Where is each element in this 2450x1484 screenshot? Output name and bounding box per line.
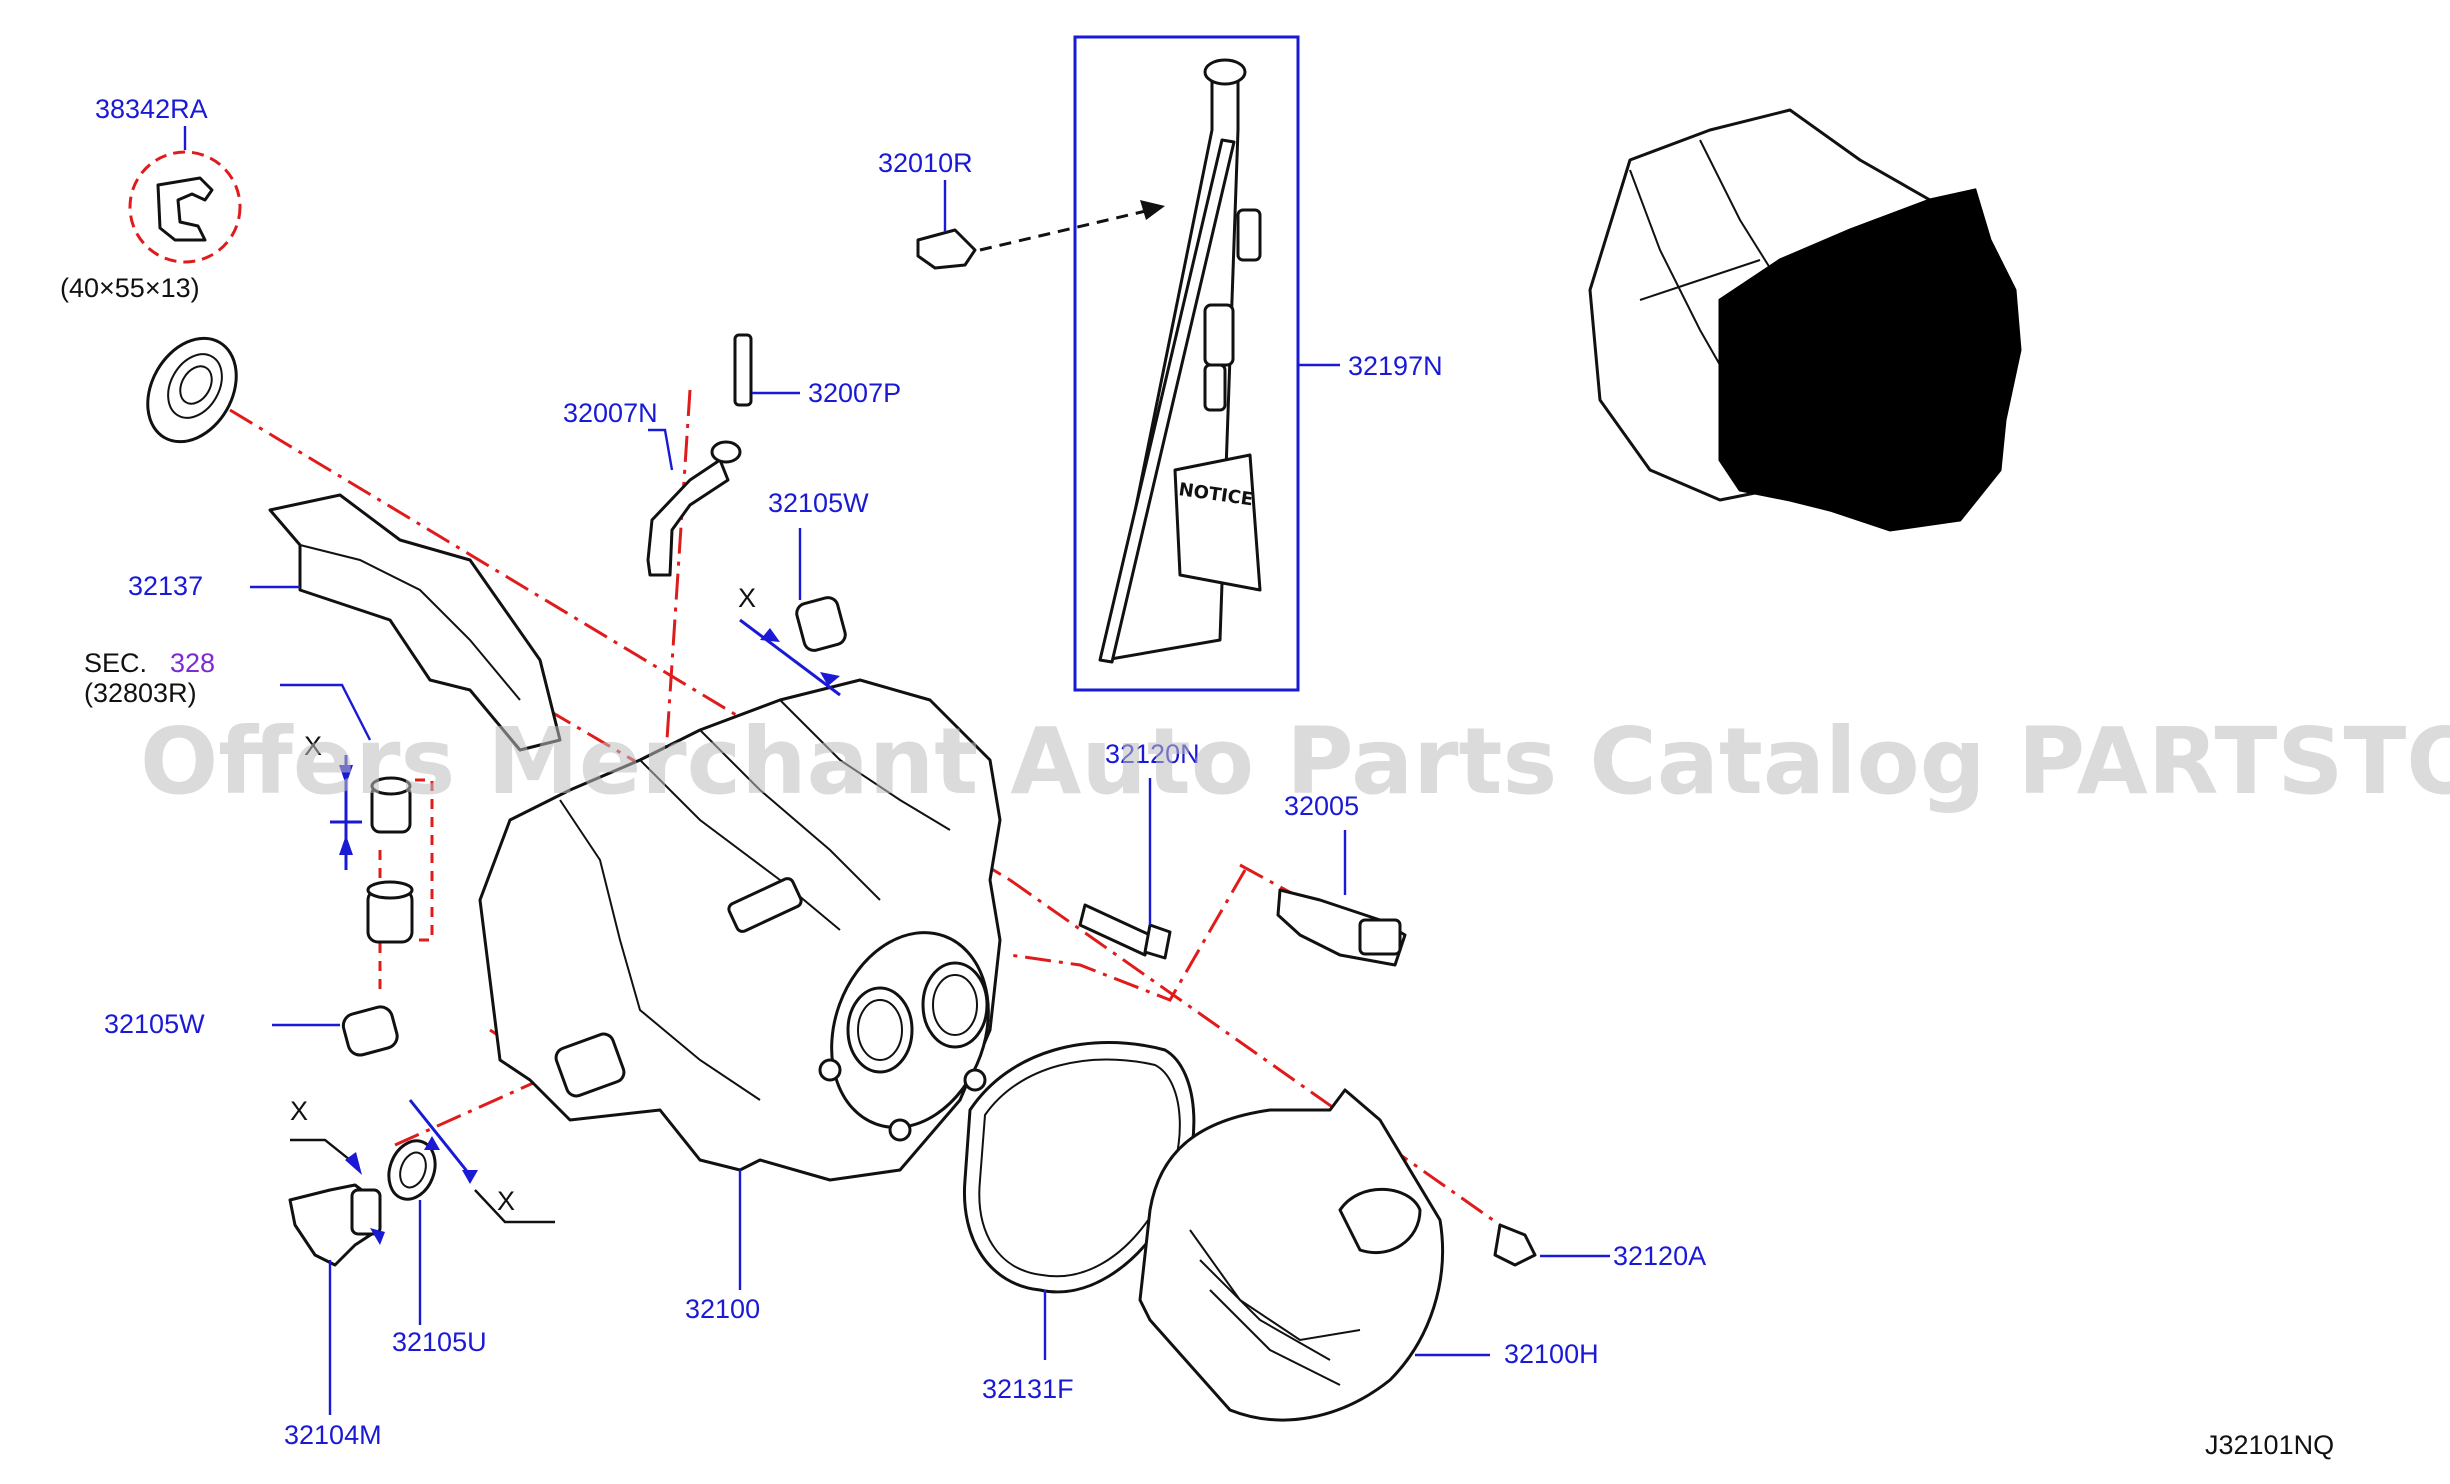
vehicle-location-view <box>1588 108 2022 532</box>
label-sec-ref: (32803R) <box>84 678 197 708</box>
label-32005: 32005 <box>1284 791 1359 821</box>
label-38342ra: 38342RA <box>95 94 208 124</box>
label-32120a: 32120A <box>1613 1241 1706 1271</box>
label-32137: 32137 <box>128 571 203 601</box>
transmission-case <box>478 678 1002 1290</box>
oil-seal <box>146 336 238 444</box>
label-sec: SEC. <box>84 648 147 678</box>
label-32100: 32100 <box>685 1294 760 1324</box>
label-x-3: X <box>290 1096 308 1126</box>
label-sec-number: 328 <box>170 648 215 678</box>
label-32100h: 32100H <box>1504 1339 1599 1369</box>
diagram-code: J32101NQ <box>2205 1430 2334 1460</box>
drain-washer <box>387 1099 555 1325</box>
breather-hose <box>646 333 800 577</box>
label-32007p: 32007P <box>808 378 901 408</box>
label-32007n: 32007N <box>563 398 658 428</box>
label-32131f: 32131F <box>982 1374 1074 1404</box>
label-x-1: X <box>738 583 756 613</box>
label-32197n: 32197N <box>1348 351 1443 381</box>
callout-labels: 38342RA (40×55×13) 32010R 32197N 32007N … <box>60 94 2334 1460</box>
baffle-plate <box>250 493 562 752</box>
oil-seal-detail <box>128 126 242 264</box>
label-32105w-top: 32105W <box>768 488 869 518</box>
label-x-2: X <box>304 731 322 761</box>
label-seal-size: (40×55×13) <box>60 273 200 303</box>
drain-plug <box>288 1138 385 1415</box>
label-32010r: 32010R <box>878 148 973 178</box>
dowel-sleeves <box>272 683 414 1057</box>
label-x-4: X <box>497 1186 515 1216</box>
label-32105u: 32105U <box>392 1327 487 1357</box>
label-32104m: 32104M <box>284 1420 382 1450</box>
label-32120n: 32120N <box>1105 739 1200 769</box>
cover-32100h <box>1138 1088 1490 1422</box>
switch-32005 <box>1276 830 1407 967</box>
watermark: Offers Merchant Auto Parts Catalog PARTS… <box>140 708 2450 815</box>
dipstick-box <box>1073 35 1340 692</box>
dipstick-clip <box>916 180 1165 270</box>
label-32105w-left: 32105W <box>104 1009 205 1039</box>
dowel-sleeve-top <box>739 528 847 697</box>
bolt-32120n <box>1078 778 1172 960</box>
bolt-32120a <box>1493 1223 1610 1267</box>
